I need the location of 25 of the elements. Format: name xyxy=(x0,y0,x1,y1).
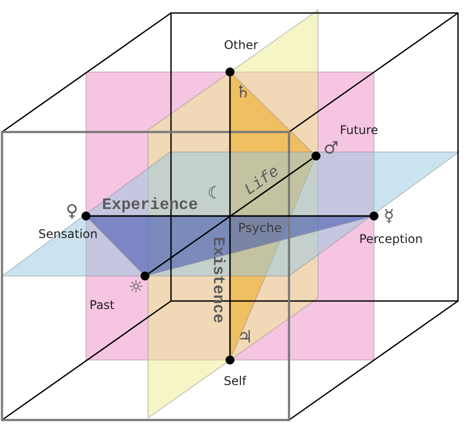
point-label: Other xyxy=(224,39,258,51)
point-label: Sensation xyxy=(38,228,98,240)
axis-line xyxy=(229,76,231,356)
point-label: Future xyxy=(340,124,378,136)
point-label: Perception xyxy=(359,233,423,245)
astrological-symbol: ☾ xyxy=(207,186,223,202)
astrological-symbol: ♄ xyxy=(235,84,251,102)
point-dot xyxy=(82,212,90,220)
point-dot xyxy=(226,356,234,364)
astrological-symbol: ♂ xyxy=(323,140,339,158)
axis-line xyxy=(90,215,370,217)
axis-label: Life xyxy=(242,163,282,199)
astrological-symbol: ☿ xyxy=(384,208,394,226)
point-dot xyxy=(226,68,234,76)
astrological-symbol: ♃ xyxy=(237,330,253,346)
astrological-symbol: ☼ xyxy=(128,280,144,296)
astrological-symbol: ♀ xyxy=(66,204,78,220)
point-label: Past xyxy=(90,299,114,311)
axis-label: Existence xyxy=(210,236,226,324)
point-dot xyxy=(370,212,378,220)
point-dot xyxy=(140,272,150,280)
point-dot xyxy=(312,152,320,160)
point-label: Self xyxy=(224,375,246,387)
center-label: Psyche xyxy=(238,222,282,234)
axis-line xyxy=(148,158,313,274)
